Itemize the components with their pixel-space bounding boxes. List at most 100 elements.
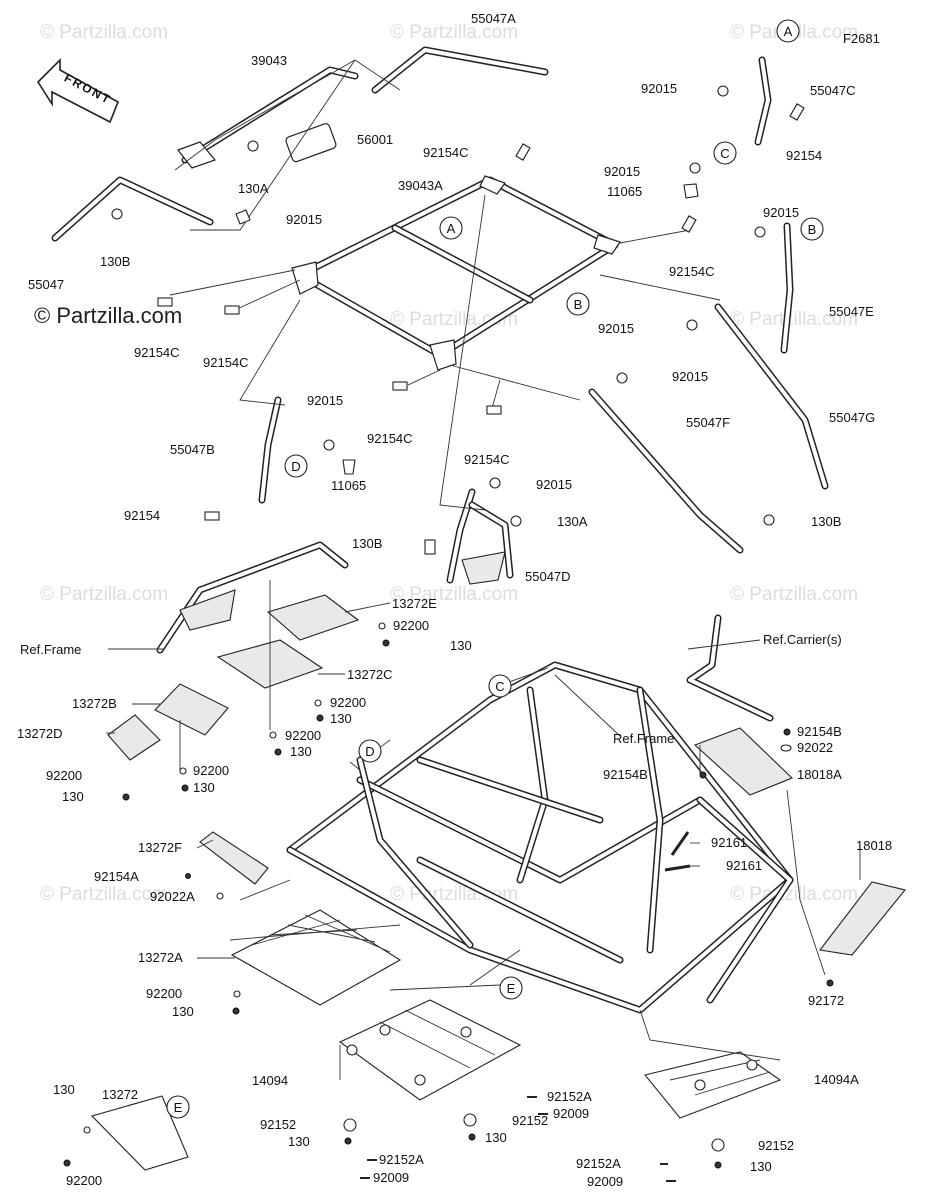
callout-b-center: B [566,292,590,316]
part-label: 92154 [124,508,160,523]
carrier-right [686,614,793,796]
part-label: 55047E [829,304,874,319]
part-label: 92015 [286,212,322,227]
panel-18018a [693,727,793,796]
part-label: 11065 [331,478,366,493]
part-label: 92152 [758,1138,794,1153]
part-label: 92200 [66,1173,102,1188]
callout-b-label: B [808,222,817,237]
part-label: 13272C [347,667,393,682]
part-label: 130 [288,1134,310,1149]
part-label: 55047G [829,410,875,425]
part-label: 55047D [525,569,571,584]
part-label: 92022A [150,889,195,904]
part-label: 130 [193,780,215,795]
part-label: 130A [557,514,588,529]
callout-a-label: A [784,24,793,39]
part-label: 92200 [46,768,82,783]
part-label: 13272D [17,726,63,741]
part-label: 55047C [810,83,856,98]
part-label: 92200 [285,728,321,743]
part-label: 92015 [604,164,640,179]
part-label: 92015 [672,369,708,384]
part-label: 14094 [252,1073,288,1088]
part-label: 92154C [669,264,715,279]
part-label: 92015 [307,393,343,408]
part-label: 92200 [330,695,366,710]
callout-d-label: D [291,459,300,474]
part-label: 92154C [423,145,469,160]
callouts: A A B B C C D D [166,19,824,1119]
leader-lines-lower [106,580,861,1080]
part-label: 92154C [464,452,510,467]
callout-d-lower: D [358,739,382,763]
part-label: 13272A [138,950,183,965]
watermark: © Partzilla.com [40,22,168,43]
panel-18018 [819,881,906,987]
part-label: 92200 [146,986,182,1001]
watermark-prominent: © Partzilla.com [34,303,182,328]
part-label: 13272E [392,596,437,611]
rearview-mirror-56001 [285,123,337,163]
part-label: 92152A [576,1156,621,1171]
callout-c-top: C [713,141,737,165]
part-label: 130 [485,1130,507,1145]
part-label: 130B [811,514,841,529]
part-label: 92152 [260,1117,296,1132]
part-label: 130 [172,1004,194,1019]
callout-b-label: B [574,297,583,312]
watermark: © Partzilla.com [40,584,168,605]
part-label: 92154 [786,148,822,163]
part-label: 130 [53,1082,75,1097]
part-label: 130A [238,181,269,196]
part-label: 130 [290,744,312,759]
part-label: 92009 [373,1170,409,1185]
front-tubes [51,46,549,242]
right-tubes [588,56,829,554]
strips-92161 [664,831,691,872]
callout-e-label: E [174,1100,183,1115]
callout-a-label: A [447,221,456,236]
part-label: 14094A [814,1072,859,1087]
rear-posts [258,396,514,585]
front-arrow-icon: FRONT [36,58,120,124]
watermark: © Partzilla.com [730,884,858,905]
callout-c-label: C [495,679,504,694]
part-label: 55047F [686,415,730,430]
part-13272 [63,1095,189,1171]
part-label: 92200 [193,763,229,778]
roof-frame-39043a [291,175,621,371]
part-label: 39043 [251,53,287,68]
main-lower-frame [286,661,794,1014]
part-label: 92172 [808,993,844,1008]
watermark: © Partzilla.com [390,584,518,605]
callout-e-center: E [499,976,523,1000]
part-label: 130 [450,638,472,653]
part-label: 18018A [797,767,842,782]
part-label: 130 [330,711,352,726]
part-label: 92152A [547,1089,592,1104]
watermark: © Partzilla.com [390,22,518,43]
part-label: 13272F [138,840,182,855]
part-label: 92161 [726,858,762,873]
callout-a-top: A [776,19,800,43]
callout-c-lower: C [488,674,512,698]
fasteners-upper [111,85,805,555]
panel-13272d [107,714,161,761]
part-label: 92154B [797,724,842,739]
ref-carrier: Ref.Carrier(s) [763,632,842,647]
watermark: © Partzilla.com [730,584,858,605]
part-label: 11065 [607,184,642,199]
skid-14094a [644,1051,782,1182]
part-label: 92154C [134,345,180,360]
part-label: 39043A [398,178,443,193]
part-label: 55047 [28,277,64,292]
part-label: 92154C [367,431,413,446]
part-13272f [185,831,269,900]
part-label: 92154C [203,355,249,370]
part-label: 13272 [102,1087,138,1102]
panel-13272e [266,594,360,641]
callout-e-bottom-left: E [166,1095,190,1119]
lower-left-frame [156,541,349,654]
